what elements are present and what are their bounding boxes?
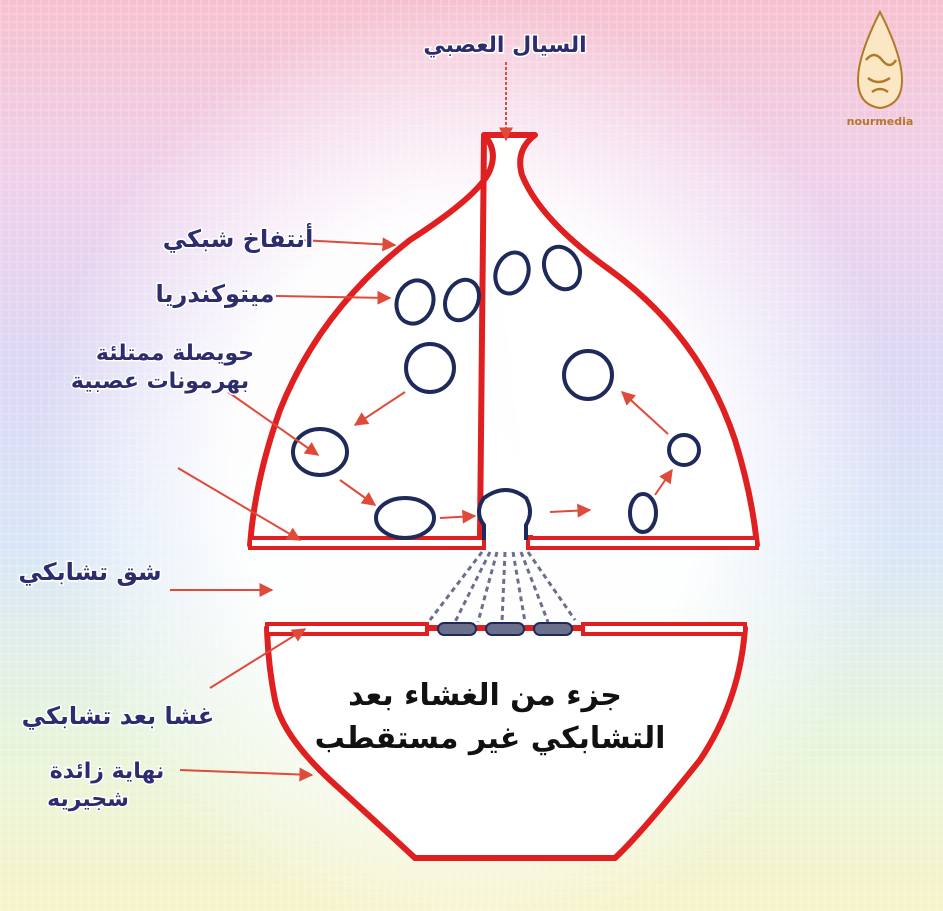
presynaptic-membrane-right (528, 538, 757, 548)
label-vesicle-line2: بهرمونات عصبية (71, 369, 249, 394)
neurotransmitter-release (430, 552, 575, 622)
receptor (534, 623, 572, 635)
label-dendrite-ending-line1: نهاية زائدة (50, 759, 164, 784)
label-membrane-part-line2: التشابكي غير مستقطب (315, 721, 666, 756)
vesicle (293, 429, 347, 475)
fusing-vesicle (479, 490, 530, 540)
label-vesicle-line1: حويصلة ممتلئة (96, 341, 254, 366)
label-neural-impulse: السيال العصبي (423, 33, 586, 58)
receptor (486, 623, 524, 635)
pointer-arrow (300, 240, 395, 245)
label-synaptic-cleft: شق تشابكي (18, 558, 161, 586)
label-postsynaptic-membrane: غشا بعد تشابكي (22, 702, 215, 730)
vesicle (669, 435, 699, 465)
presynaptic-membrane-left (250, 538, 484, 548)
vesicle (564, 351, 612, 399)
label-synaptic-swelling: أنتفاخ شبكي (163, 223, 314, 253)
pointer-arrow (180, 770, 312, 775)
presynaptic-bulb-outline (250, 135, 757, 545)
brand-logo: nourmedia (847, 12, 914, 128)
postsynaptic-membrane-left (267, 624, 427, 634)
vesicle (406, 344, 454, 392)
receptor (438, 623, 476, 635)
vesicle (376, 498, 434, 538)
postsynaptic-membrane-right (583, 624, 745, 634)
label-mitochondria: ميتوكندريا (156, 280, 275, 308)
label-dendrite-ending-line2: شجيريه (47, 787, 129, 812)
label-membrane-part-line1: جزء من الغشاء بعد (348, 678, 622, 713)
logo-text: nourmedia (847, 115, 914, 128)
vesicle (630, 494, 656, 532)
